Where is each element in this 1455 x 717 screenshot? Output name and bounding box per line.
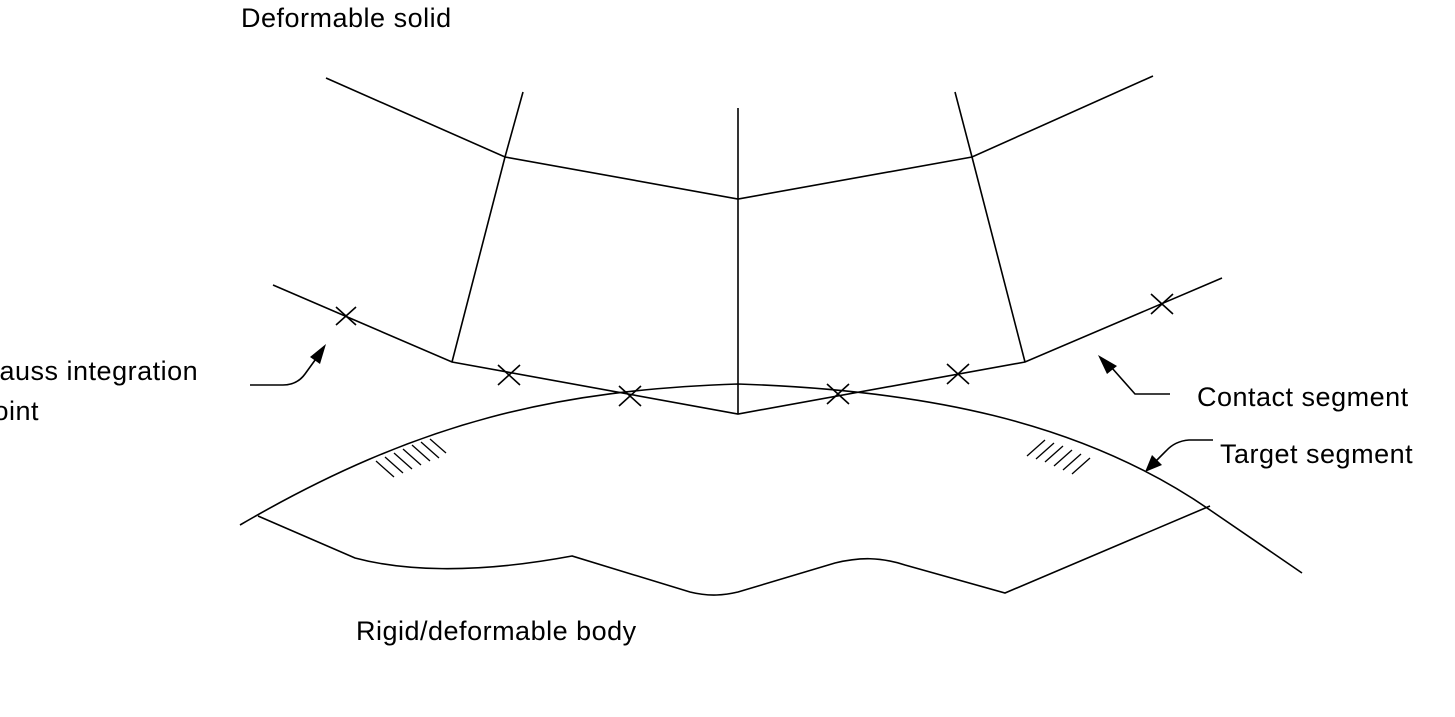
hatch-line — [411, 444, 431, 462]
hatch-line — [393, 452, 413, 470]
hatch-line — [1026, 439, 1046, 457]
gauss-integration-label-line2: point — [0, 396, 39, 426]
gauss-point-mark — [618, 385, 642, 407]
contact-segment-line — [272, 277, 1223, 415]
gauss-leader-line — [250, 355, 319, 386]
contact-segment-label: Contact segment — [1197, 382, 1409, 412]
hatch-line — [384, 456, 404, 474]
gauss-arrowhead — [310, 344, 326, 364]
hatch-line — [402, 448, 422, 466]
solid-top-edge — [325, 75, 1154, 200]
hatch-line — [1035, 442, 1055, 460]
gauss-point-mark — [1150, 293, 1174, 315]
hatch-line — [1062, 453, 1082, 471]
deformable-solid-label: Deformable solid — [241, 3, 452, 33]
gauss-point-mark — [946, 363, 970, 385]
target-segment-curve — [239, 383, 1303, 574]
hatch-line — [1053, 449, 1073, 467]
target-arrowhead — [1145, 455, 1162, 472]
target-leader-line — [1154, 439, 1213, 463]
solid-mesh-line-left — [451, 91, 524, 363]
gauss-point-mark — [826, 383, 850, 405]
hatch-line — [1044, 445, 1064, 463]
hatch-line — [375, 460, 395, 478]
gauss-points — [335, 293, 1174, 407]
rigid-deformable-body-label: Rigid/deformable body — [356, 616, 637, 646]
gauss-integration-label-line1: Gauss integration — [0, 356, 198, 386]
solid-mesh-line-right — [954, 91, 1026, 363]
hatch-line — [420, 441, 440, 459]
gauss-point-mark — [497, 364, 521, 386]
hatch-line — [429, 438, 447, 454]
body-outline — [257, 505, 1211, 596]
contact-arrowhead — [1098, 355, 1117, 374]
contact-leader-line — [1111, 367, 1170, 395]
gauss-point-mark — [335, 306, 357, 326]
hatching-right — [1026, 439, 1091, 475]
target-segment-label: Target segment — [1220, 439, 1413, 469]
hatch-line — [1071, 457, 1091, 475]
hatching-left — [375, 438, 447, 478]
